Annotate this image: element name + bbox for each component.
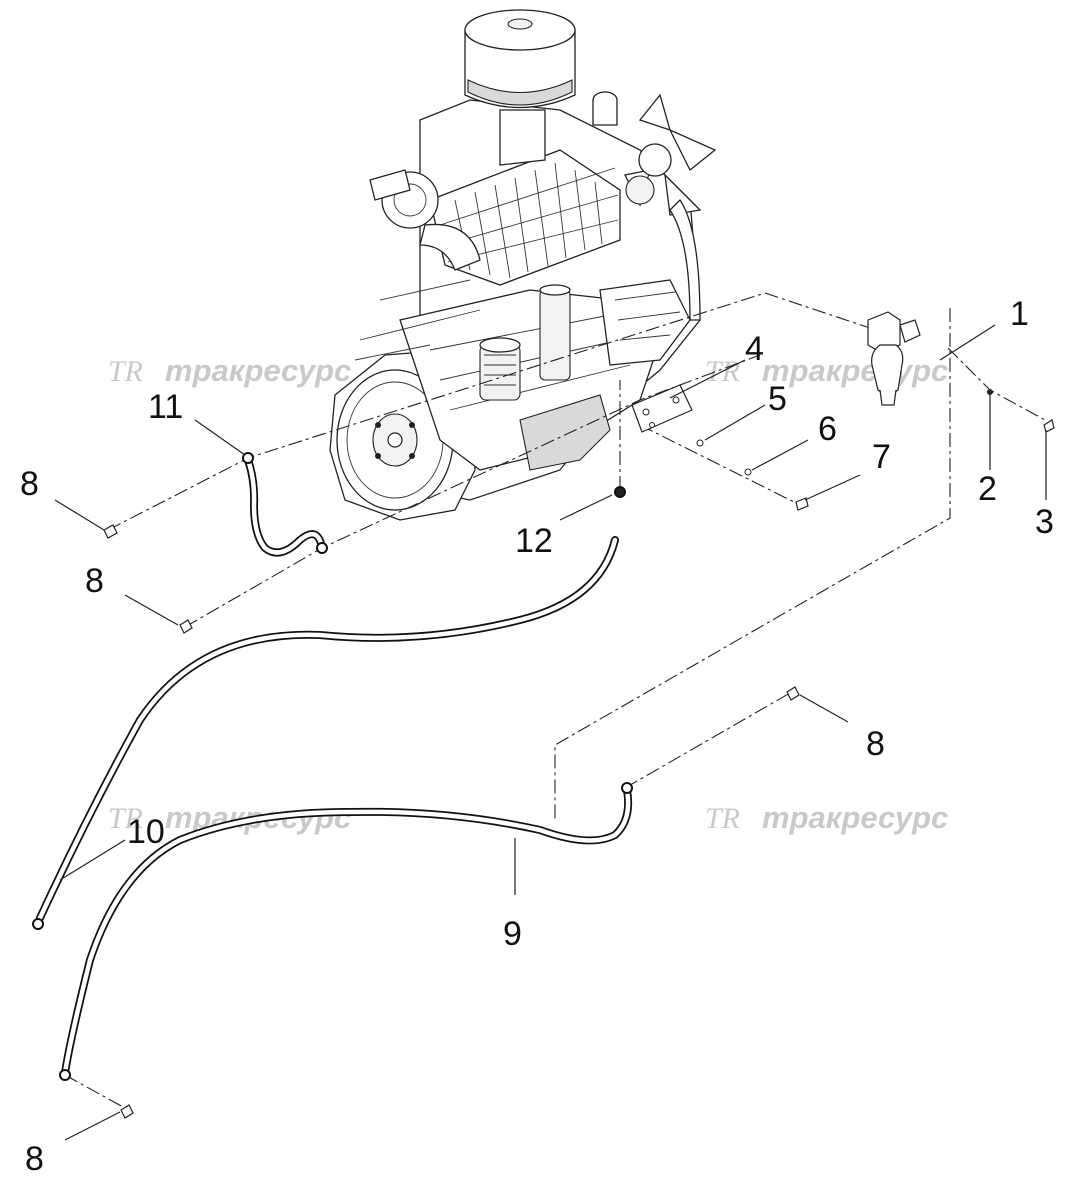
callout-labels: 1 2 3 4 5 6 7 8 8 8 8 9 10 11 12 <box>20 295 1054 1178</box>
callout-leaders <box>54 324 1047 1141</box>
watermark-logo: TR <box>108 802 143 835</box>
bracket-plate <box>631 384 693 433</box>
watermark-logo: TR <box>705 802 740 835</box>
bolts <box>103 524 800 1119</box>
hose-9 <box>59 782 633 1081</box>
hose-10 <box>32 486 626 930</box>
watermark-text: тракресурс <box>165 353 351 388</box>
callout-8-bottom: 8 <box>25 1140 44 1178</box>
callout-4: 4 <box>745 330 764 368</box>
watermark-logo: TR <box>108 355 143 388</box>
callout-8-upper-left: 8 <box>20 465 39 503</box>
callout-9: 9 <box>503 915 522 953</box>
callout-8-right: 8 <box>866 725 885 763</box>
watermark-1: TR тракресурс <box>108 353 351 388</box>
hose-11 <box>242 452 328 557</box>
watermark-3: TR тракресурс <box>108 800 351 835</box>
fuel-filter-assembly <box>867 311 921 406</box>
callout-7: 7 <box>872 438 891 476</box>
watermark-text: тракресурс <box>762 800 948 835</box>
watermark-4: TR тракресурс <box>705 800 948 835</box>
callout-8-left: 8 <box>85 562 104 600</box>
callout-12: 12 <box>515 522 553 560</box>
watermark-text: тракресурс <box>762 353 948 388</box>
watermark-2: TR тракресурс <box>705 353 948 388</box>
fasteners <box>696 389 1055 511</box>
callout-6: 6 <box>818 410 837 448</box>
callout-10: 10 <box>127 813 165 851</box>
callout-11: 11 <box>148 388 183 426</box>
callout-2: 2 <box>978 470 997 508</box>
callout-5: 5 <box>768 380 787 418</box>
callout-1: 1 <box>1010 295 1029 333</box>
callout-3: 3 <box>1035 503 1054 541</box>
engine-illustration <box>329 9 717 521</box>
